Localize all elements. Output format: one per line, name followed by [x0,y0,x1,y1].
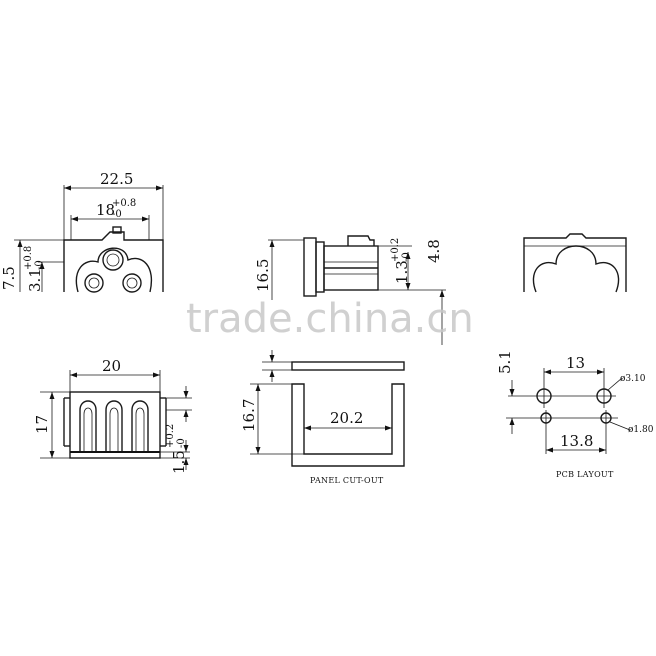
front-width-label: 22.5 [100,170,133,188]
panel-cutout: 16.7 20.2 PANEL CUT-OUT [240,350,405,485]
front-height2-tol-minus: -0 [34,260,45,270]
bottom-width-label: 20 [102,357,121,375]
side-view: 16.5 1.3 +0.2 -0 4.8 [254,235,446,345]
front-height2-tol-plus: +0.8 [23,246,34,270]
rear-view [523,233,627,293]
cutout-height-label: 16.7 [240,399,258,432]
bottom-thickness-tol-minus: -0 [176,438,187,448]
front-slot-tol-minus: -0 [112,209,122,220]
front-height-label: 7.5 [0,266,18,290]
cutout-width-label: 20.2 [330,409,363,427]
pcb-hole-small-label: ø1.80 [628,425,654,435]
pcb-hole-large-label: ø3.10 [620,374,646,384]
bottom-height-label: 17 [33,415,51,434]
side-depth-label: 4.8 [425,239,443,263]
watermark: trade.china.cn [186,296,474,342]
pcb-caption: PCB LAYOUT [556,470,614,479]
bottom-thickness-tol-plus: +0.2 [165,424,176,448]
pcb-vertical-label: 5.1 [496,350,514,374]
front-view: 22.5 18 +0.8 -0 7.5 3.1 +0.8 -0 [0,170,164,293]
front-slot-width-label: 18 [96,201,115,219]
bottom-view: 20 17 1.5 +0.2 -0 [33,357,192,474]
front-height2-label: 3.1 [26,268,44,292]
side-offset-label: 1.3 [393,260,411,284]
bottom-thickness-label: 1.5 [170,450,188,474]
cutout-caption: PANEL CUT-OUT [310,476,384,485]
front-slot-tol-plus: +0.8 [112,198,136,209]
side-offset-tol-minus: -0 [401,252,412,262]
side-height-label: 16.5 [254,259,272,292]
pcb-spacing-bottom-label: 13.8 [560,432,593,450]
pcb-layout: 13 13.8 5.1 ø3.10 ø1.80 PCB LAYOUT [496,350,654,479]
pcb-spacing-top-label: 13 [566,354,585,372]
side-offset-tol-plus: +0.2 [390,238,401,262]
